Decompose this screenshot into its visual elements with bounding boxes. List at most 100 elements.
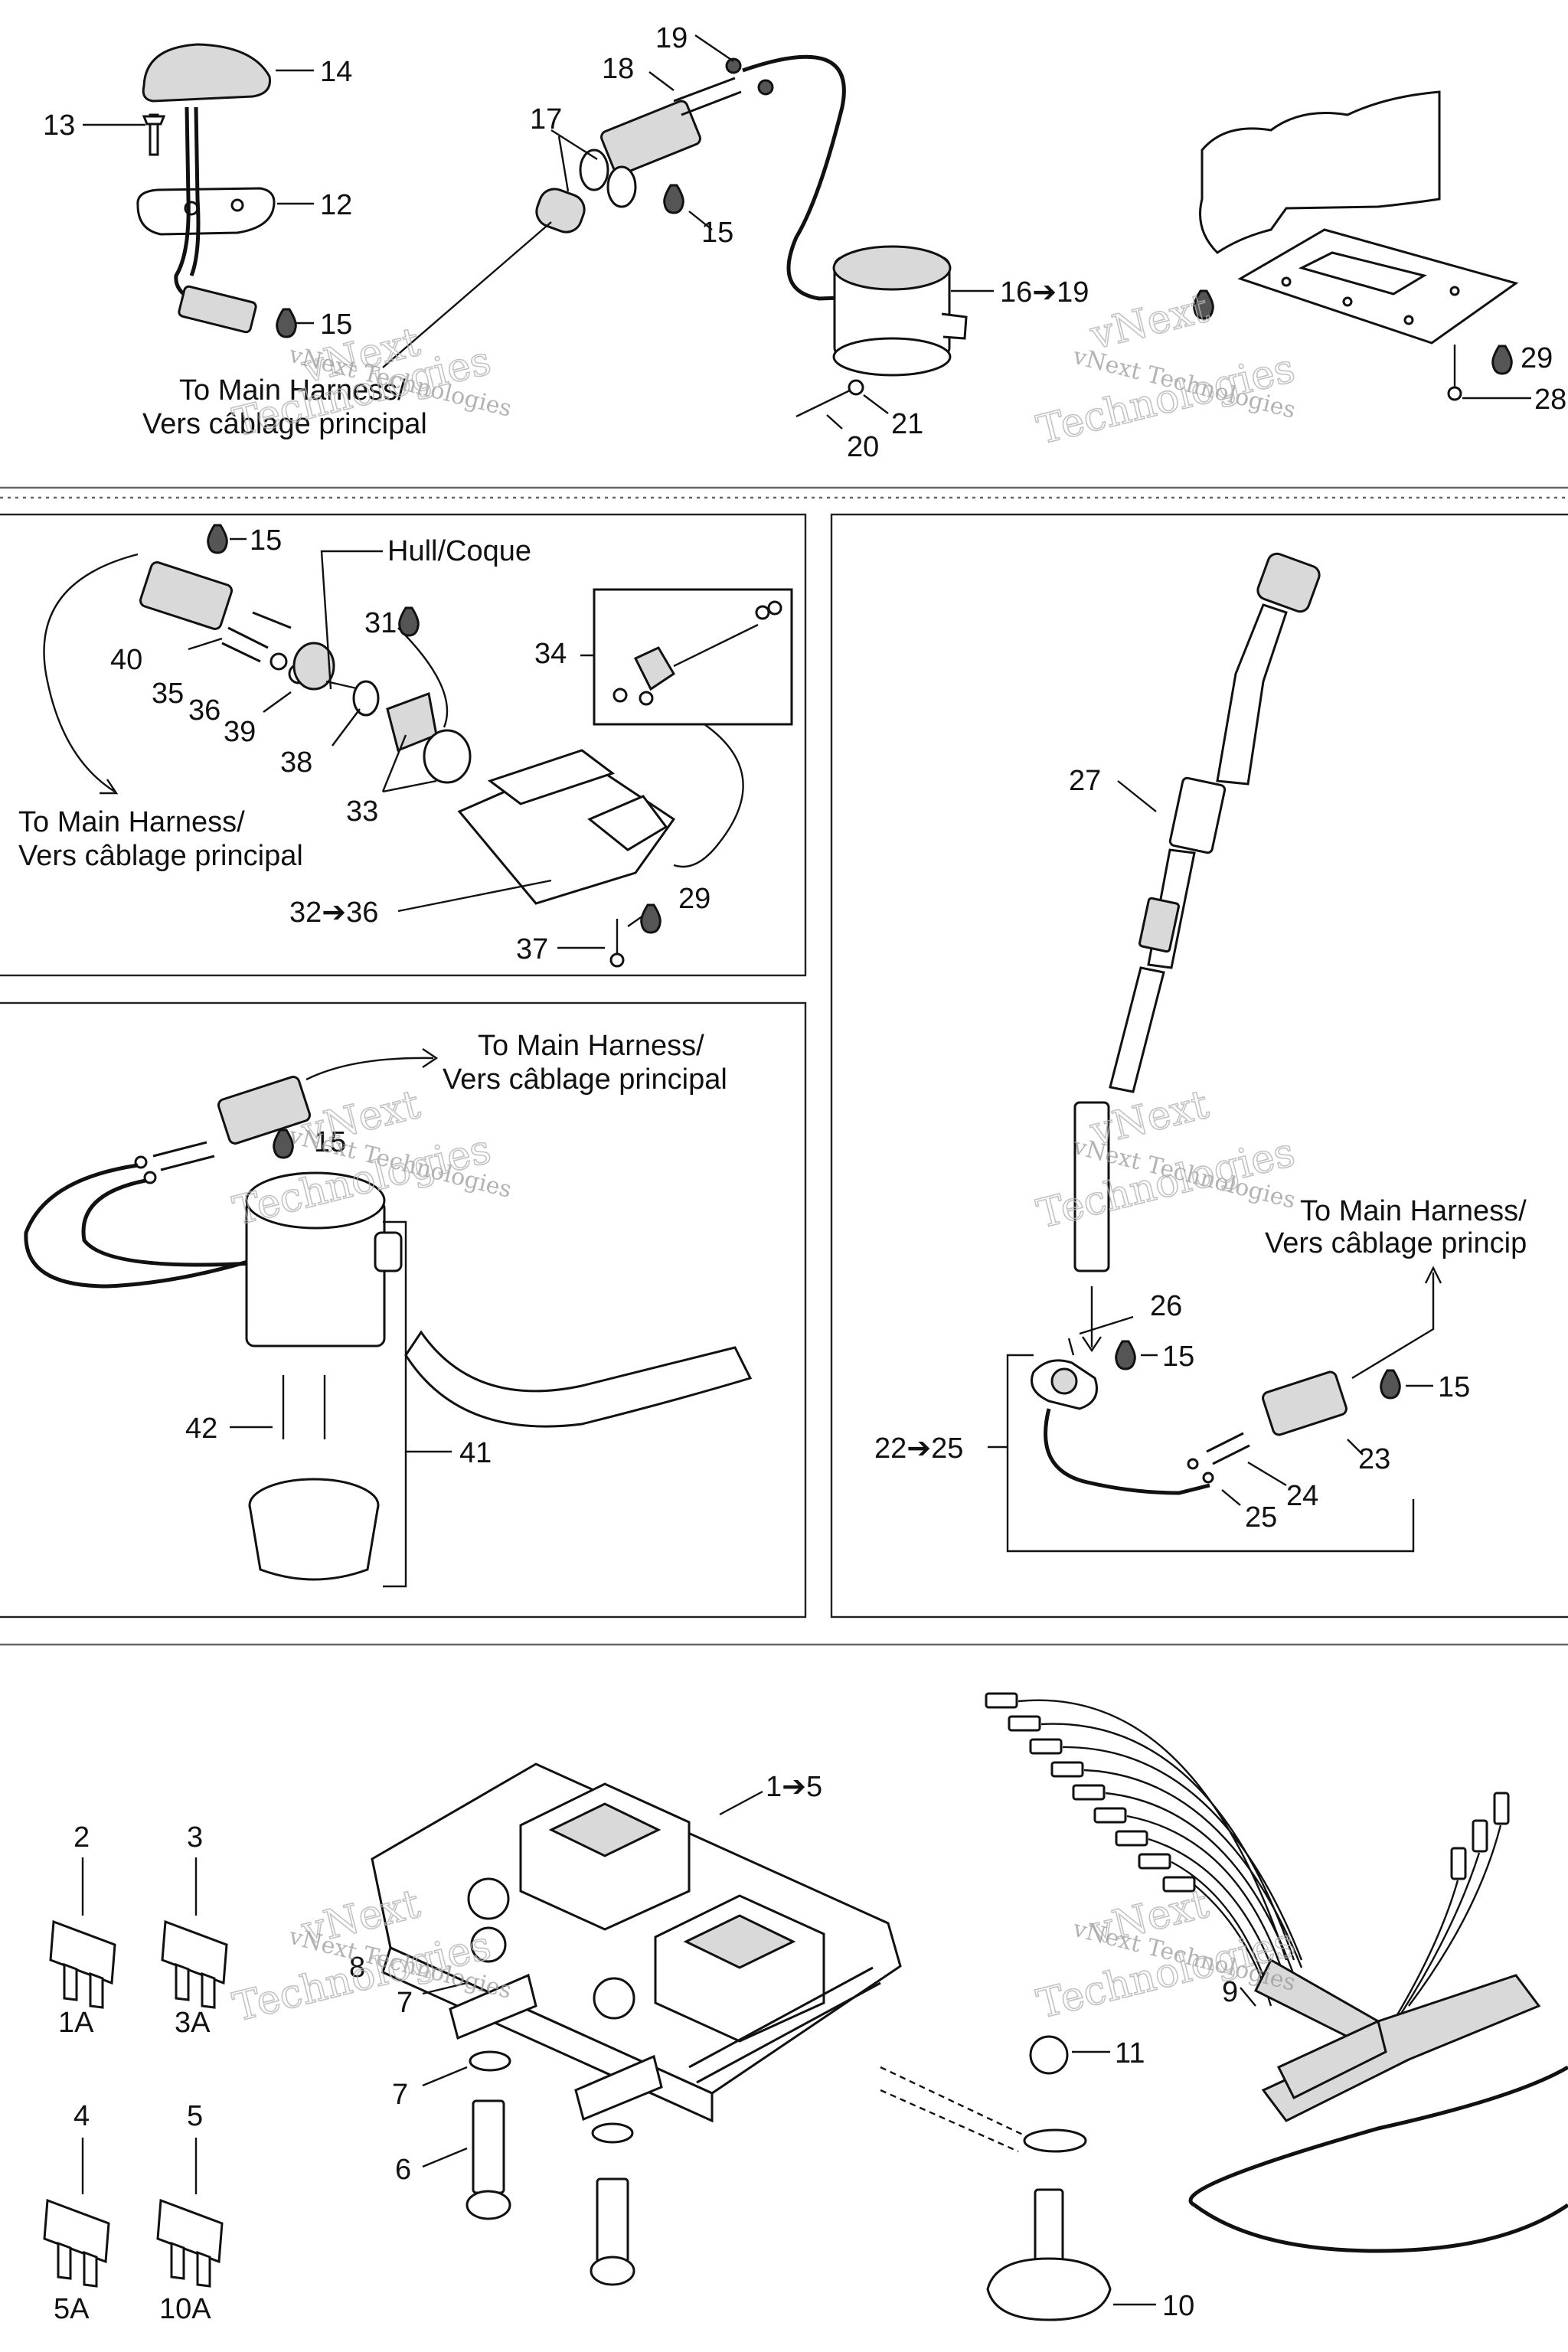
callout-37: 37 bbox=[516, 933, 548, 965]
sealant-drop-icon bbox=[1380, 1369, 1401, 1400]
hull-caption: Hull/Coque bbox=[387, 535, 531, 567]
harness-caption-4-line2: Vers câblage princip bbox=[1265, 1227, 1527, 1259]
fuse-blade bbox=[175, 1962, 216, 2009]
sealant-drop-icon bbox=[640, 903, 662, 934]
light-base-hole bbox=[230, 198, 244, 212]
callout-15: 15 bbox=[320, 309, 352, 341]
washer bbox=[755, 605, 770, 620]
label-10a: 10A bbox=[159, 2293, 211, 2325]
callout-5: 5 bbox=[187, 2100, 203, 2132]
label-5a: 5A bbox=[54, 2293, 90, 2325]
sealant-drop-icon bbox=[663, 184, 684, 214]
light-wire bbox=[174, 106, 194, 302]
seal-ring bbox=[535, 188, 586, 234]
fuse-blade bbox=[57, 2241, 98, 2288]
mount-bracket-left bbox=[449, 1973, 537, 2040]
ground-stud-base bbox=[986, 2257, 1112, 2321]
terminal bbox=[1008, 1715, 1041, 1732]
callout-7: 7 bbox=[397, 1987, 413, 2019]
terminal bbox=[1115, 1830, 1148, 1847]
bolt-6-head bbox=[466, 2190, 511, 2220]
pump-top bbox=[245, 1171, 386, 1230]
detail-arc bbox=[673, 724, 744, 868]
sensor-assembly bbox=[43, 524, 793, 968]
callout-17: 17 bbox=[530, 103, 562, 136]
harness-wires bbox=[1018, 1699, 1303, 2007]
grommet bbox=[292, 642, 335, 691]
mount-plate-slot bbox=[1298, 251, 1427, 296]
washer bbox=[767, 600, 782, 616]
horn-assembly bbox=[382, 34, 994, 430]
callout-11: 11 bbox=[1115, 2037, 1145, 2069]
washer bbox=[469, 2050, 511, 2072]
fuse-3a bbox=[161, 1919, 228, 1985]
callout-39: 39 bbox=[224, 716, 256, 748]
leader bbox=[1347, 1439, 1364, 1455]
light-wire bbox=[189, 106, 201, 276]
washer bbox=[470, 1926, 507, 1963]
terminal bbox=[1450, 1847, 1467, 1880]
mount-hole bbox=[1342, 296, 1353, 307]
leader bbox=[263, 691, 292, 713]
leader bbox=[694, 34, 734, 62]
mount-hole bbox=[1449, 286, 1460, 296]
fuse-holder-2-top bbox=[683, 1914, 796, 1969]
hex-nut bbox=[593, 1977, 635, 2020]
callout-28: 28 bbox=[1534, 384, 1566, 416]
light-screw bbox=[149, 113, 159, 156]
hex-nut bbox=[1029, 2035, 1069, 2075]
callout-38: 38 bbox=[280, 746, 312, 779]
terminal bbox=[1029, 1738, 1063, 1755]
harness-caption-3-line1: To Main Harness/ bbox=[478, 1030, 704, 1062]
harness-cable-loop bbox=[1188, 2065, 1568, 2253]
cable-ferrule bbox=[1138, 897, 1180, 953]
harness-sleeve-branch bbox=[1276, 2019, 1387, 2100]
label-3a: 3A bbox=[175, 2007, 211, 2039]
sealant-drop-icon bbox=[1491, 345, 1513, 375]
terminal bbox=[1493, 1792, 1510, 1825]
callout-26: 26 bbox=[1150, 1290, 1182, 1322]
callout-22-25: 22➔25 bbox=[874, 1432, 963, 1465]
bolt-head bbox=[590, 2256, 635, 2286]
leader bbox=[382, 779, 437, 793]
washer bbox=[848, 379, 864, 396]
socket-cap bbox=[1050, 1367, 1078, 1395]
light-base bbox=[136, 187, 276, 236]
cable-sleeve bbox=[1168, 776, 1227, 854]
frame-pump-panel bbox=[0, 1001, 807, 1619]
fuse-blade bbox=[63, 1962, 104, 2009]
watermark-6: vNext vNext Technologies Technologies bbox=[1032, 1880, 1300, 2029]
harness-arc bbox=[43, 553, 139, 793]
sealant-drop-icon bbox=[1193, 289, 1214, 320]
sensor-probe bbox=[423, 729, 472, 784]
mount-bracket-right bbox=[574, 2054, 663, 2122]
callout-21: 21 bbox=[891, 408, 923, 440]
callout-9: 9 bbox=[1222, 1976, 1238, 2008]
callout-31: 31 bbox=[364, 607, 397, 639]
leader bbox=[381, 734, 407, 792]
callout-13: 13 bbox=[43, 109, 75, 142]
o-ring-arc bbox=[397, 627, 449, 728]
leader bbox=[1117, 780, 1157, 812]
switch-arm bbox=[487, 749, 616, 805]
hex-nut bbox=[467, 1877, 510, 1920]
terminal bbox=[1472, 1819, 1488, 1853]
connector-port bbox=[606, 165, 637, 208]
nut bbox=[1187, 1458, 1199, 1470]
callout-34: 34 bbox=[534, 638, 567, 670]
callout-8: 8 bbox=[349, 1952, 365, 1984]
lever-bushing bbox=[633, 646, 676, 691]
harness-caption-2-line1: To Main Harness/ bbox=[18, 806, 245, 838]
socket-terminals bbox=[1206, 1432, 1250, 1465]
sealant-drop-icon bbox=[207, 524, 228, 554]
leader bbox=[826, 414, 843, 430]
horn-bottom bbox=[832, 337, 952, 377]
ground-lead bbox=[880, 2066, 1027, 2153]
callout-25: 25 bbox=[1245, 1501, 1277, 1534]
mount-hole bbox=[1403, 315, 1414, 325]
watermark-technologies: Technologies bbox=[1033, 1129, 1299, 1237]
sealant-drop-icon bbox=[398, 606, 420, 637]
harness-caption-1-line1: To Main Harness/ bbox=[179, 374, 406, 407]
callout-14: 14 bbox=[320, 56, 352, 88]
fuse-10a bbox=[156, 2198, 224, 2264]
